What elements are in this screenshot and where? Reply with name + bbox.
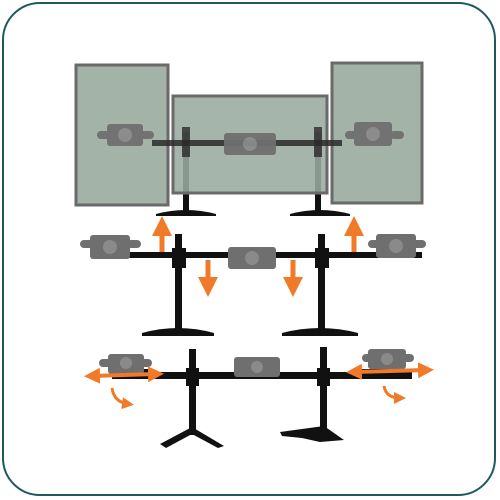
- left-vesa-plate: [80, 235, 141, 259]
- rotate-arrow-icon: [382, 385, 406, 404]
- double-arrow-icon: [346, 362, 434, 380]
- center-vesa-plate: [234, 357, 280, 377]
- double-arrow-icon: [84, 366, 164, 384]
- left-vesa-plate: [97, 124, 154, 146]
- rotate-arrow-icon: [110, 387, 134, 410]
- monitors-mounted-view: [74, 61, 424, 216]
- right-base: [280, 426, 344, 442]
- right-base: [282, 328, 358, 336]
- right-base: [290, 210, 350, 216]
- swivel-extension-view: [84, 347, 434, 448]
- right-pole: [318, 234, 325, 330]
- height-adjustment-view: [80, 216, 426, 336]
- left-pole: [175, 234, 182, 330]
- center-vesa-plate: [228, 247, 276, 269]
- left-pole: [189, 349, 196, 435]
- right-pole: [320, 347, 327, 435]
- left-base: [156, 210, 216, 216]
- right-vesa-plate: [345, 122, 404, 146]
- left-base: [160, 427, 224, 448]
- image-frame: [2, 2, 496, 496]
- triple-monitor-stand-illustration: [74, 61, 434, 448]
- right-vesa-plate: [362, 349, 414, 369]
- right-vesa-plate: [368, 234, 426, 258]
- center-vesa-plate: [224, 133, 276, 155]
- left-base: [142, 328, 214, 336]
